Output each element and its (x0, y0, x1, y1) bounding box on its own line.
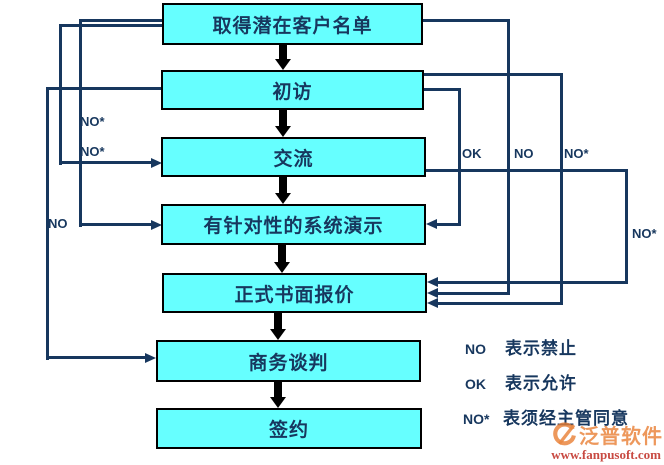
arrowhead (426, 219, 437, 229)
flow-arrow-down (270, 313, 286, 340)
watermark-url: www.fanpusoft.com (551, 447, 661, 462)
line-segment (79, 19, 163, 22)
watermark-brand-row: 泛普软件 (551, 420, 663, 449)
line-segment (560, 73, 563, 305)
line-segment (59, 161, 152, 164)
flow-arrow-down (275, 177, 291, 204)
arrowhead (427, 277, 438, 287)
legend-description: 表须经主管同意 (503, 409, 629, 428)
line-segment (79, 19, 82, 227)
legend-row: OK 表示允许 (465, 369, 577, 394)
legend-row: NO* 表须经主管同意 (463, 404, 629, 429)
line-segment (437, 292, 510, 295)
flow-step-negotiation: 商务谈判 (156, 340, 421, 382)
line-segment (46, 356, 146, 359)
legend-term: NO (465, 341, 486, 357)
line-segment (59, 24, 62, 165)
arrowhead (427, 288, 438, 298)
line-segment (436, 223, 461, 226)
line-segment (79, 223, 152, 226)
arrowhead (151, 220, 162, 230)
edge-label-no-right: NO (514, 146, 534, 161)
line-segment (458, 88, 461, 226)
watermark: 泛普软件 www.fanpusoft.com (525, 420, 663, 463)
line-segment (46, 87, 162, 90)
edge-label-no-left: NO (48, 216, 68, 231)
legend-term: OK (465, 376, 486, 392)
edge-label-no-star-1: NO* (80, 114, 105, 129)
flow-step-written-quotation: 正式书面报价 (162, 273, 427, 313)
flow-arrow-down (275, 45, 291, 70)
line-segment (46, 87, 49, 360)
line-segment (426, 169, 628, 172)
flow-arrow-down (270, 382, 286, 408)
line-segment (625, 169, 628, 284)
flow-step-signing: 签约 (156, 408, 422, 449)
line-segment (424, 88, 461, 91)
flow-step-targeted-demo: 有针对性的系统演示 (161, 204, 426, 245)
line-segment (59, 24, 163, 27)
edge-label-no-star-2: NO* (80, 144, 105, 159)
flow-arrow-down (275, 110, 291, 137)
line-segment (437, 302, 563, 305)
flow-step-initial-visit: 初访 (161, 70, 424, 110)
arrowhead (151, 158, 162, 168)
line-segment (424, 73, 563, 76)
edge-label-no-star-right: NO* (564, 146, 589, 161)
line-segment (423, 19, 510, 22)
fanpu-logo-icon (553, 422, 576, 446)
line-segment (507, 19, 510, 295)
arrowhead (427, 298, 438, 308)
legend-row: NO 表示禁止 (465, 334, 577, 359)
watermark-brand: 泛普软件 (579, 426, 663, 448)
line-segment (437, 281, 628, 284)
flow-step-prospect-list: 取得潜在客户名单 (162, 3, 423, 45)
flow-step-communication: 交流 (161, 137, 426, 177)
edge-label-no-star-far-right: NO* (632, 226, 657, 241)
flow-arrow-down (274, 245, 290, 273)
legend-description: 表示禁止 (505, 339, 577, 358)
legend-description: 表示允许 (505, 374, 577, 393)
arrowhead (145, 353, 156, 363)
edge-label-ok: OK (462, 146, 482, 161)
legend-term: NO* (463, 411, 490, 427)
